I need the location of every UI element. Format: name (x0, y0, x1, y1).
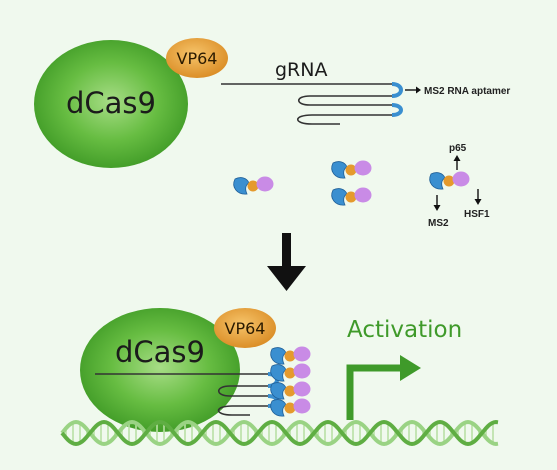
grna-strand-bound (95, 373, 268, 416)
grna-label: gRNA (275, 59, 327, 81)
p65-pointer-head (453, 155, 461, 161)
dcas9-label-top: dCas9 (66, 86, 156, 120)
hsf1-pointer-head (474, 199, 482, 205)
vp64-domain-top (166, 38, 228, 78)
ms2-aptamer-loop-2 (391, 103, 403, 117)
grna-strand (221, 83, 392, 125)
dna-double-helix (60, 419, 499, 447)
ms2-complex-bound-2 (270, 363, 311, 382)
ms2-complex-legend (429, 171, 470, 190)
ms2-complex-bound-1 (270, 346, 311, 365)
down-arrow-icon (267, 233, 306, 291)
ms2-complex-free-3 (331, 187, 372, 206)
ms2-label: MS2 (428, 218, 449, 229)
dna-strand-front (60, 419, 499, 447)
p65-label: p65 (449, 143, 467, 154)
ms2-complex-free-1 (233, 176, 274, 195)
dcas9-protein-bottom (80, 308, 240, 432)
vp64-label-top: VP64 (177, 49, 218, 68)
ms2-complex-free-2 (331, 160, 372, 179)
ms2-pointer-head (433, 205, 441, 211)
dcas9-label-bottom: dCas9 (115, 335, 205, 369)
ms2-aptamer-loop-1 (391, 82, 403, 98)
vp64-domain-bottom (214, 308, 276, 348)
activation-label: Activation (347, 317, 462, 343)
aptamer-pointer-arrowhead (416, 86, 421, 94)
ms2-complex-bound-3 (270, 381, 311, 400)
dcas9-protein-top (34, 40, 188, 168)
vp64-label-bottom: VP64 (225, 319, 266, 338)
ms2-complex-bound-4 (270, 398, 311, 417)
bent-arrow-icon (346, 355, 421, 420)
aptamer-label: MS2 RNA aptamer (424, 86, 510, 97)
hsf1-label: HSF1 (464, 209, 490, 220)
